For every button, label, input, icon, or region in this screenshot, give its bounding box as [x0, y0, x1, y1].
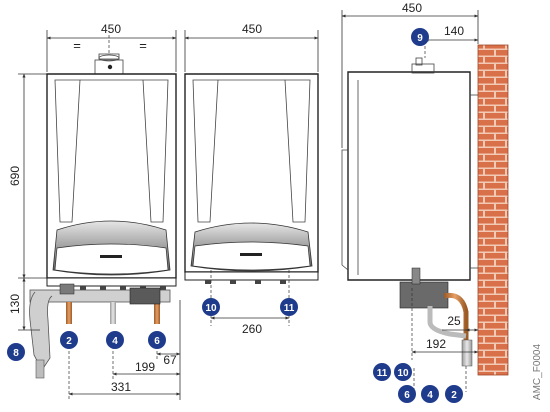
- dim-equal-right: =: [139, 38, 147, 53]
- dim-67: 67: [163, 353, 177, 367]
- front-display: [100, 255, 122, 258]
- badge-4-side: 4: [421, 385, 439, 403]
- reference-code: AMC_F0004: [532, 343, 543, 400]
- svg-text:8: 8: [13, 348, 19, 359]
- front-view-boiler: [29, 53, 177, 379]
- dim-pipe-spacing: 260: [242, 322, 262, 336]
- svg-text:4: 4: [112, 336, 118, 347]
- badge-10-front: 10: [202, 298, 220, 316]
- dimension-lines: [18, 10, 479, 400]
- badge-10-side: 10: [394, 363, 412, 381]
- dim-331: 331: [111, 380, 131, 394]
- badge-6-side: 6: [398, 385, 416, 403]
- dim-bottom-clearance: 130: [8, 294, 22, 314]
- svg-text:6: 6: [404, 390, 410, 401]
- side-view-boiler: [341, 44, 509, 376]
- badge-6: 6: [148, 331, 166, 349]
- pipe-connection-6: [154, 302, 160, 324]
- svg-text:10: 10: [397, 368, 409, 379]
- brick-wall: [477, 44, 509, 376]
- svg-text:4: 4: [427, 390, 433, 401]
- dim-second-width: 450: [242, 22, 262, 36]
- pipe-connection-2: [66, 302, 72, 324]
- pipe-connection-4: [110, 302, 116, 324]
- badge-11-front: 11: [280, 298, 298, 316]
- side-boiler-casing: [347, 71, 471, 281]
- svg-text:10: 10: [205, 303, 217, 314]
- dim-side-depth: 450: [402, 1, 422, 15]
- dim-199: 199: [135, 360, 155, 374]
- badge-2: 2: [60, 331, 78, 349]
- badge-2-side: 2: [445, 385, 463, 403]
- dim-equal-left: =: [73, 38, 81, 53]
- side-outlet-pipe: [461, 339, 473, 367]
- side-flue: [411, 63, 435, 74]
- dim-side-pipe-offset: 192: [426, 337, 446, 351]
- dim-front-width: 450: [101, 22, 121, 36]
- svg-text:6: 6: [154, 336, 160, 347]
- svg-text:2: 2: [451, 390, 457, 401]
- connection-badges: 9 8 2 4 6 10 11 11: [7, 28, 463, 403]
- front-view-boiler-2: [184, 73, 319, 284]
- side-valve-assembly: [399, 281, 449, 309]
- badge-4: 4: [106, 331, 124, 349]
- svg-text:11: 11: [377, 368, 388, 379]
- badge-9: 9: [411, 28, 429, 46]
- badge-11-side: 11: [373, 363, 391, 381]
- valve-block: [129, 287, 161, 305]
- svg-text:2: 2: [66, 336, 72, 347]
- dim-height: 690: [8, 166, 22, 186]
- dim-flue-offset: 140: [444, 24, 464, 38]
- condensate-drain-pipe: [29, 291, 53, 371]
- dimension-labels: 450 = = 450 450 140 690 130 260 25 192 6…: [8, 1, 464, 394]
- dim-wall-gap: 25: [447, 314, 461, 328]
- svg-text:9: 9: [417, 33, 423, 44]
- svg-text:11: 11: [284, 303, 295, 314]
- badge-8: 8: [7, 343, 25, 361]
